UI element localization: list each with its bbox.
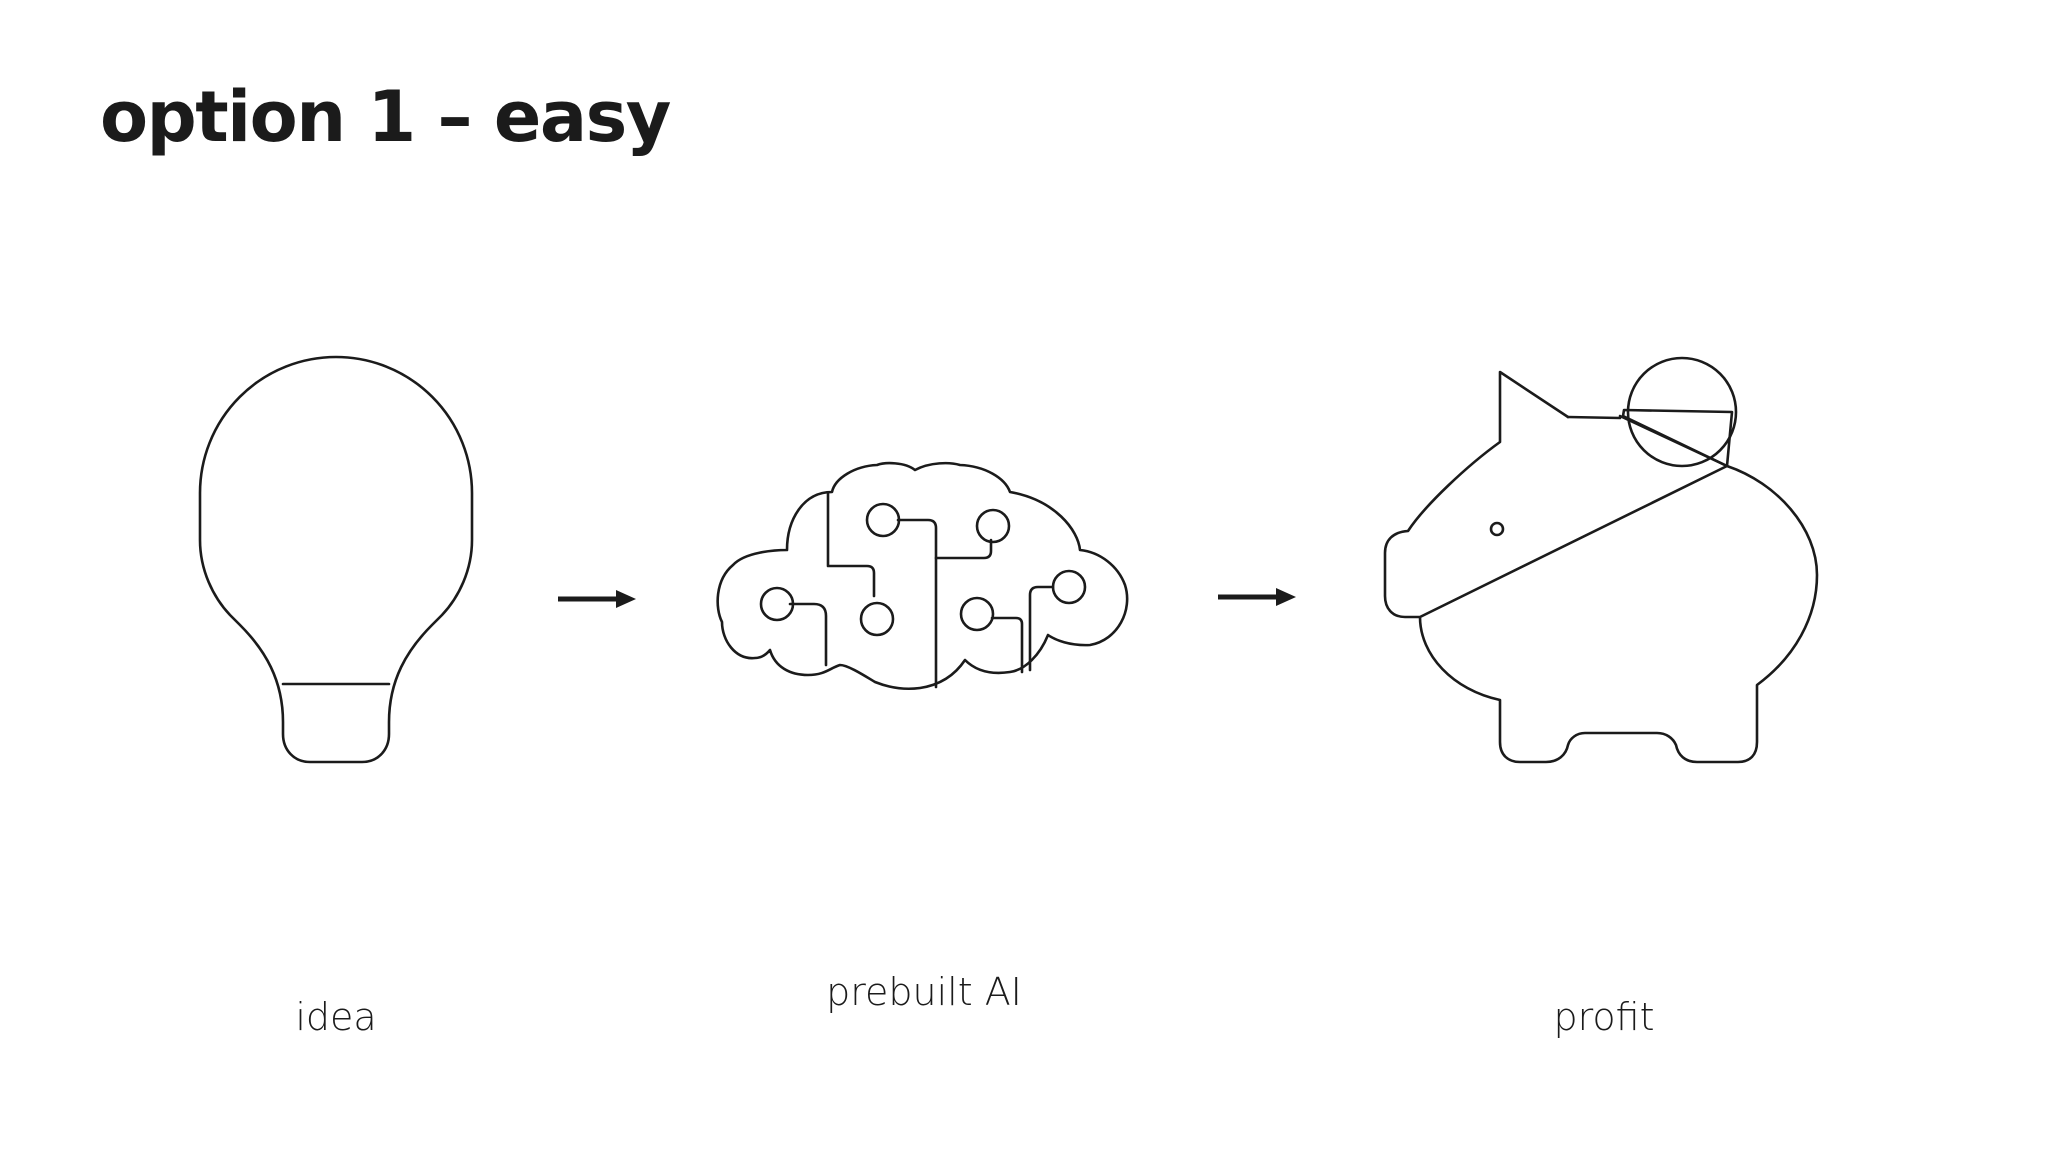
page-title: option 1 – easy (100, 76, 671, 158)
step-label-profit: profit (1553, 995, 1655, 1039)
arrow-right-icon (1218, 588, 1296, 606)
piggy-bank-icon (1383, 356, 1819, 764)
arrow-right-icon (558, 590, 636, 608)
lightbulb-icon (198, 355, 474, 764)
brain-circuit-icon (716, 461, 1129, 691)
step-label-idea: idea (295, 995, 377, 1039)
step-label-prebuilt-ai: prebuilt AI (826, 970, 1022, 1014)
